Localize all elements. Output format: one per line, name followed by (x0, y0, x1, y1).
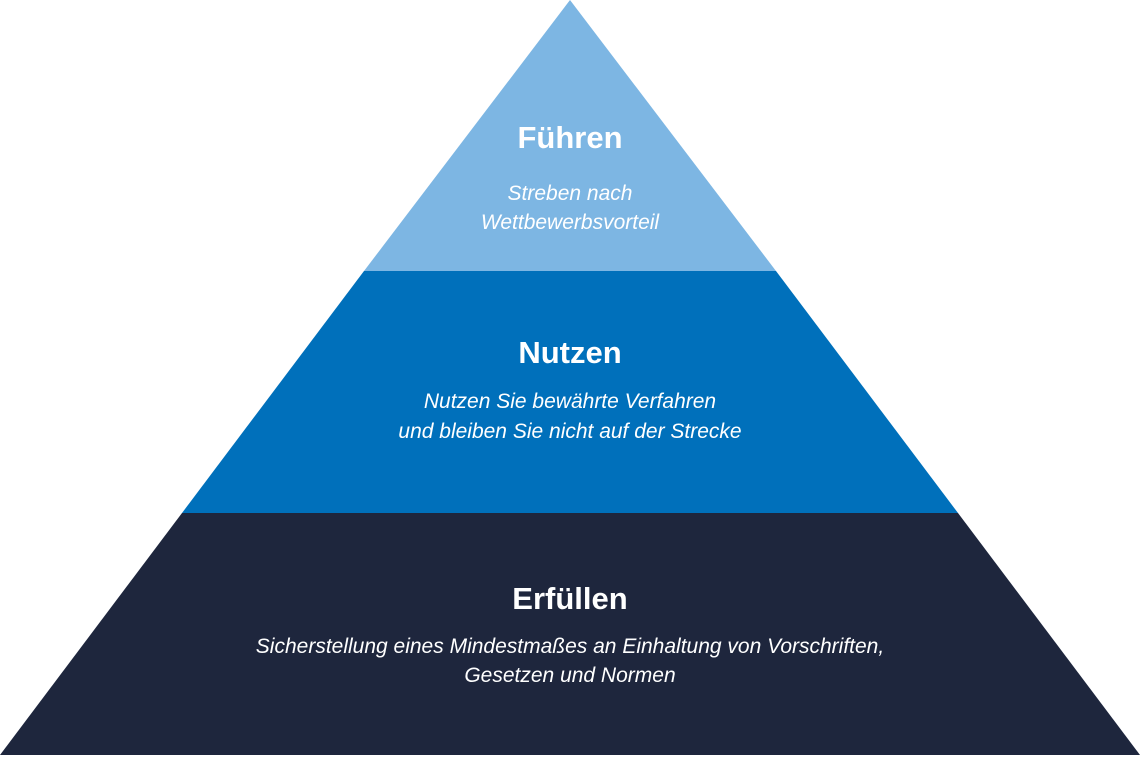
tier-bottom-shape (0, 513, 1140, 755)
tier-top-title: Führen (517, 120, 622, 155)
tier-middle-title: Nutzen (518, 335, 621, 370)
tier-top-shape (364, 0, 776, 271)
tier-top-description-line-2: Wettbewerbsvorteil (481, 211, 661, 234)
tier-middle-shape (182, 271, 958, 513)
tier-middle-description-line-2: und bleiben Sie nicht auf der Strecke (398, 420, 741, 443)
tier-middle-description-line-1: Nutzen Sie bewährte Verfahren (424, 390, 716, 413)
tier-bottom-description-line-2: Gesetzen und Normen (464, 664, 675, 687)
tier-top-description-line-1: Streben nach (508, 182, 633, 205)
tier-bottom-title: Erfüllen (512, 581, 627, 616)
tier-bottom-description-line-1: Sicherstellung eines Mindestmaßes an Ein… (256, 635, 884, 658)
